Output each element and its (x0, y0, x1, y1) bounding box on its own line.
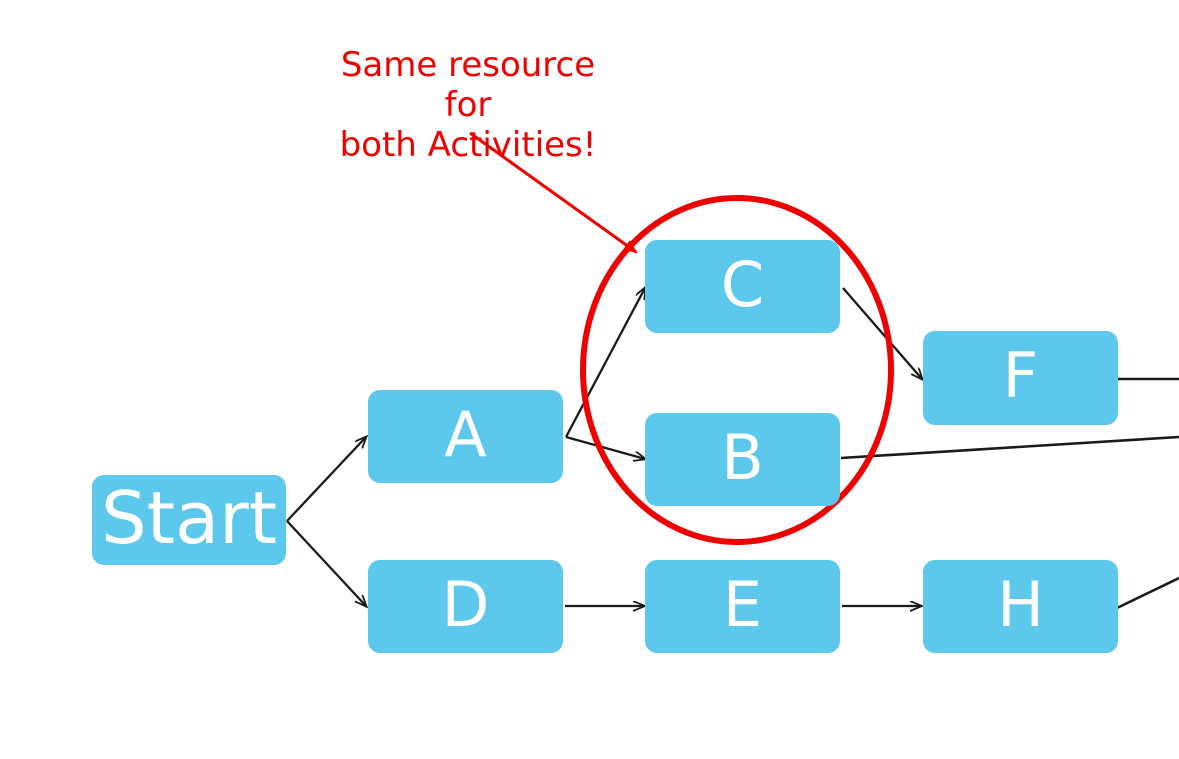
shared-resource-annotation: Same resource for both Activities! (339, 45, 597, 166)
node-c[interactable]: C (645, 240, 840, 333)
edge-b-right (840, 435, 1179, 460)
node-h[interactable]: H (923, 560, 1118, 653)
annotation-callout-arrow (469, 131, 638, 254)
node-b[interactable]: B (645, 413, 840, 506)
node-e-label: E (722, 567, 763, 641)
node-h-label: H (997, 567, 1044, 641)
node-b-label: B (721, 420, 764, 494)
edge-h-right (1116, 576, 1179, 610)
node-a[interactable]: A (368, 390, 563, 483)
shared-resource-highlight-ellipse (580, 195, 894, 545)
node-d[interactable]: D (368, 560, 563, 653)
edge-a-b (565, 435, 645, 459)
node-f-label: F (1002, 339, 1039, 412)
edge-start-d (286, 520, 366, 606)
edge-a-c (564, 288, 645, 438)
node-a-label: A (444, 397, 487, 471)
node-d-label: D (441, 567, 490, 641)
node-start-label: Start (101, 476, 277, 560)
node-f[interactable]: F (923, 331, 1118, 425)
node-e[interactable]: E (645, 560, 840, 653)
edge-c-f (842, 287, 922, 379)
edge-start-a (286, 437, 366, 522)
node-start[interactable]: Start (92, 475, 286, 565)
node-c-label: C (720, 247, 765, 321)
